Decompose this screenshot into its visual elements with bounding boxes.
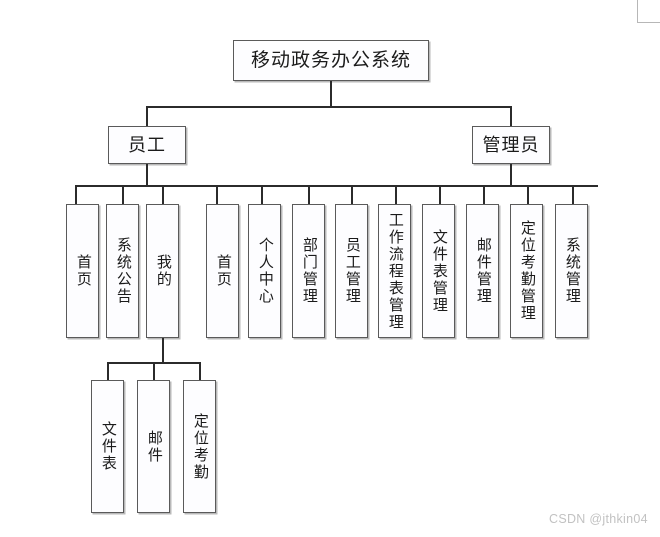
node-label: 管理员	[482, 134, 540, 155]
node-label: 定位考勤	[191, 412, 208, 481]
connector-drop-employee	[146, 106, 148, 126]
connector-employee-stem	[146, 164, 148, 186]
node-admin-mail-management[interactable]: 邮件管理	[466, 204, 499, 338]
node-branch-admin[interactable]: 管理员	[472, 126, 550, 164]
node-label: 文件表管理	[430, 228, 447, 314]
node-label: 系统管理	[563, 237, 580, 305]
node-root-system[interactable]: 移动政务办公系统	[233, 40, 429, 81]
node-admin-document-management[interactable]: 文件表管理	[422, 204, 455, 338]
connector-admin-stem	[510, 164, 512, 186]
node-mine-mail[interactable]: 邮件	[137, 380, 170, 513]
node-label: 文件表	[99, 421, 116, 472]
connector-admin-child-6	[483, 185, 485, 205]
node-label: 部门管理	[300, 237, 317, 305]
node-label: 个人中心	[256, 237, 273, 305]
connector-employee-child-2	[162, 185, 164, 205]
connector-mine-child-2	[199, 362, 201, 381]
node-label: 工作流程表管理	[386, 211, 403, 331]
connector-drop-admin	[510, 106, 512, 126]
node-label: 首页	[214, 254, 231, 288]
node-employee-home[interactable]: 首页	[66, 204, 99, 338]
node-employee-mine[interactable]: 我的	[146, 204, 179, 338]
connector-admin-child-5	[439, 185, 441, 205]
connector-admin-child-1	[261, 185, 263, 205]
connector-mine-child-1	[153, 362, 155, 381]
node-label: 我的	[154, 254, 171, 288]
node-label: 移动政务办公系统	[250, 49, 411, 71]
node-admin-employee-management[interactable]: 员工管理	[335, 204, 368, 338]
node-admin-workflow-management[interactable]: 工作流程表管理	[378, 204, 411, 338]
node-label: 员工	[128, 134, 166, 155]
csdn-watermark: CSDN @jthkin04	[549, 512, 648, 526]
connector-admin-child-4	[395, 185, 397, 205]
node-employee-announcement[interactable]: 系统公告	[106, 204, 139, 338]
connector-employee-child-1	[122, 185, 124, 205]
node-admin-home[interactable]: 首页	[206, 204, 239, 338]
node-admin-system-management[interactable]: 系统管理	[555, 204, 588, 338]
connector-admin-child-0	[216, 185, 218, 205]
connector-root-stem	[330, 81, 332, 107]
connector-admin-child-8	[572, 185, 574, 205]
connector-mine-child-0	[107, 362, 109, 381]
connector-admin-bus	[216, 185, 598, 187]
connector-admin-child-2	[308, 185, 310, 205]
corner-line-artifact	[637, 0, 660, 23]
node-label: 首页	[74, 254, 91, 288]
node-label: 定位考勤管理	[518, 220, 535, 322]
connector-level1-bus	[146, 106, 511, 108]
node-branch-employee[interactable]: 员工	[108, 126, 186, 164]
node-label: 邮件管理	[474, 237, 491, 305]
connector-employee-bus	[75, 185, 223, 187]
node-mine-attendance[interactable]: 定位考勤	[183, 380, 216, 513]
connector-employee-child-0	[75, 185, 77, 205]
connector-mine-stem	[162, 338, 164, 363]
node-label: 系统公告	[114, 237, 131, 305]
node-admin-personal-center[interactable]: 个人中心	[248, 204, 281, 338]
connector-admin-child-7	[527, 185, 529, 205]
node-admin-department-management[interactable]: 部门管理	[292, 204, 325, 338]
node-label: 员工管理	[343, 237, 360, 305]
connector-admin-child-3	[351, 185, 353, 205]
node-admin-attendance-management[interactable]: 定位考勤管理	[510, 204, 543, 338]
node-label: 邮件	[145, 429, 162, 464]
node-mine-documents[interactable]: 文件表	[91, 380, 124, 513]
